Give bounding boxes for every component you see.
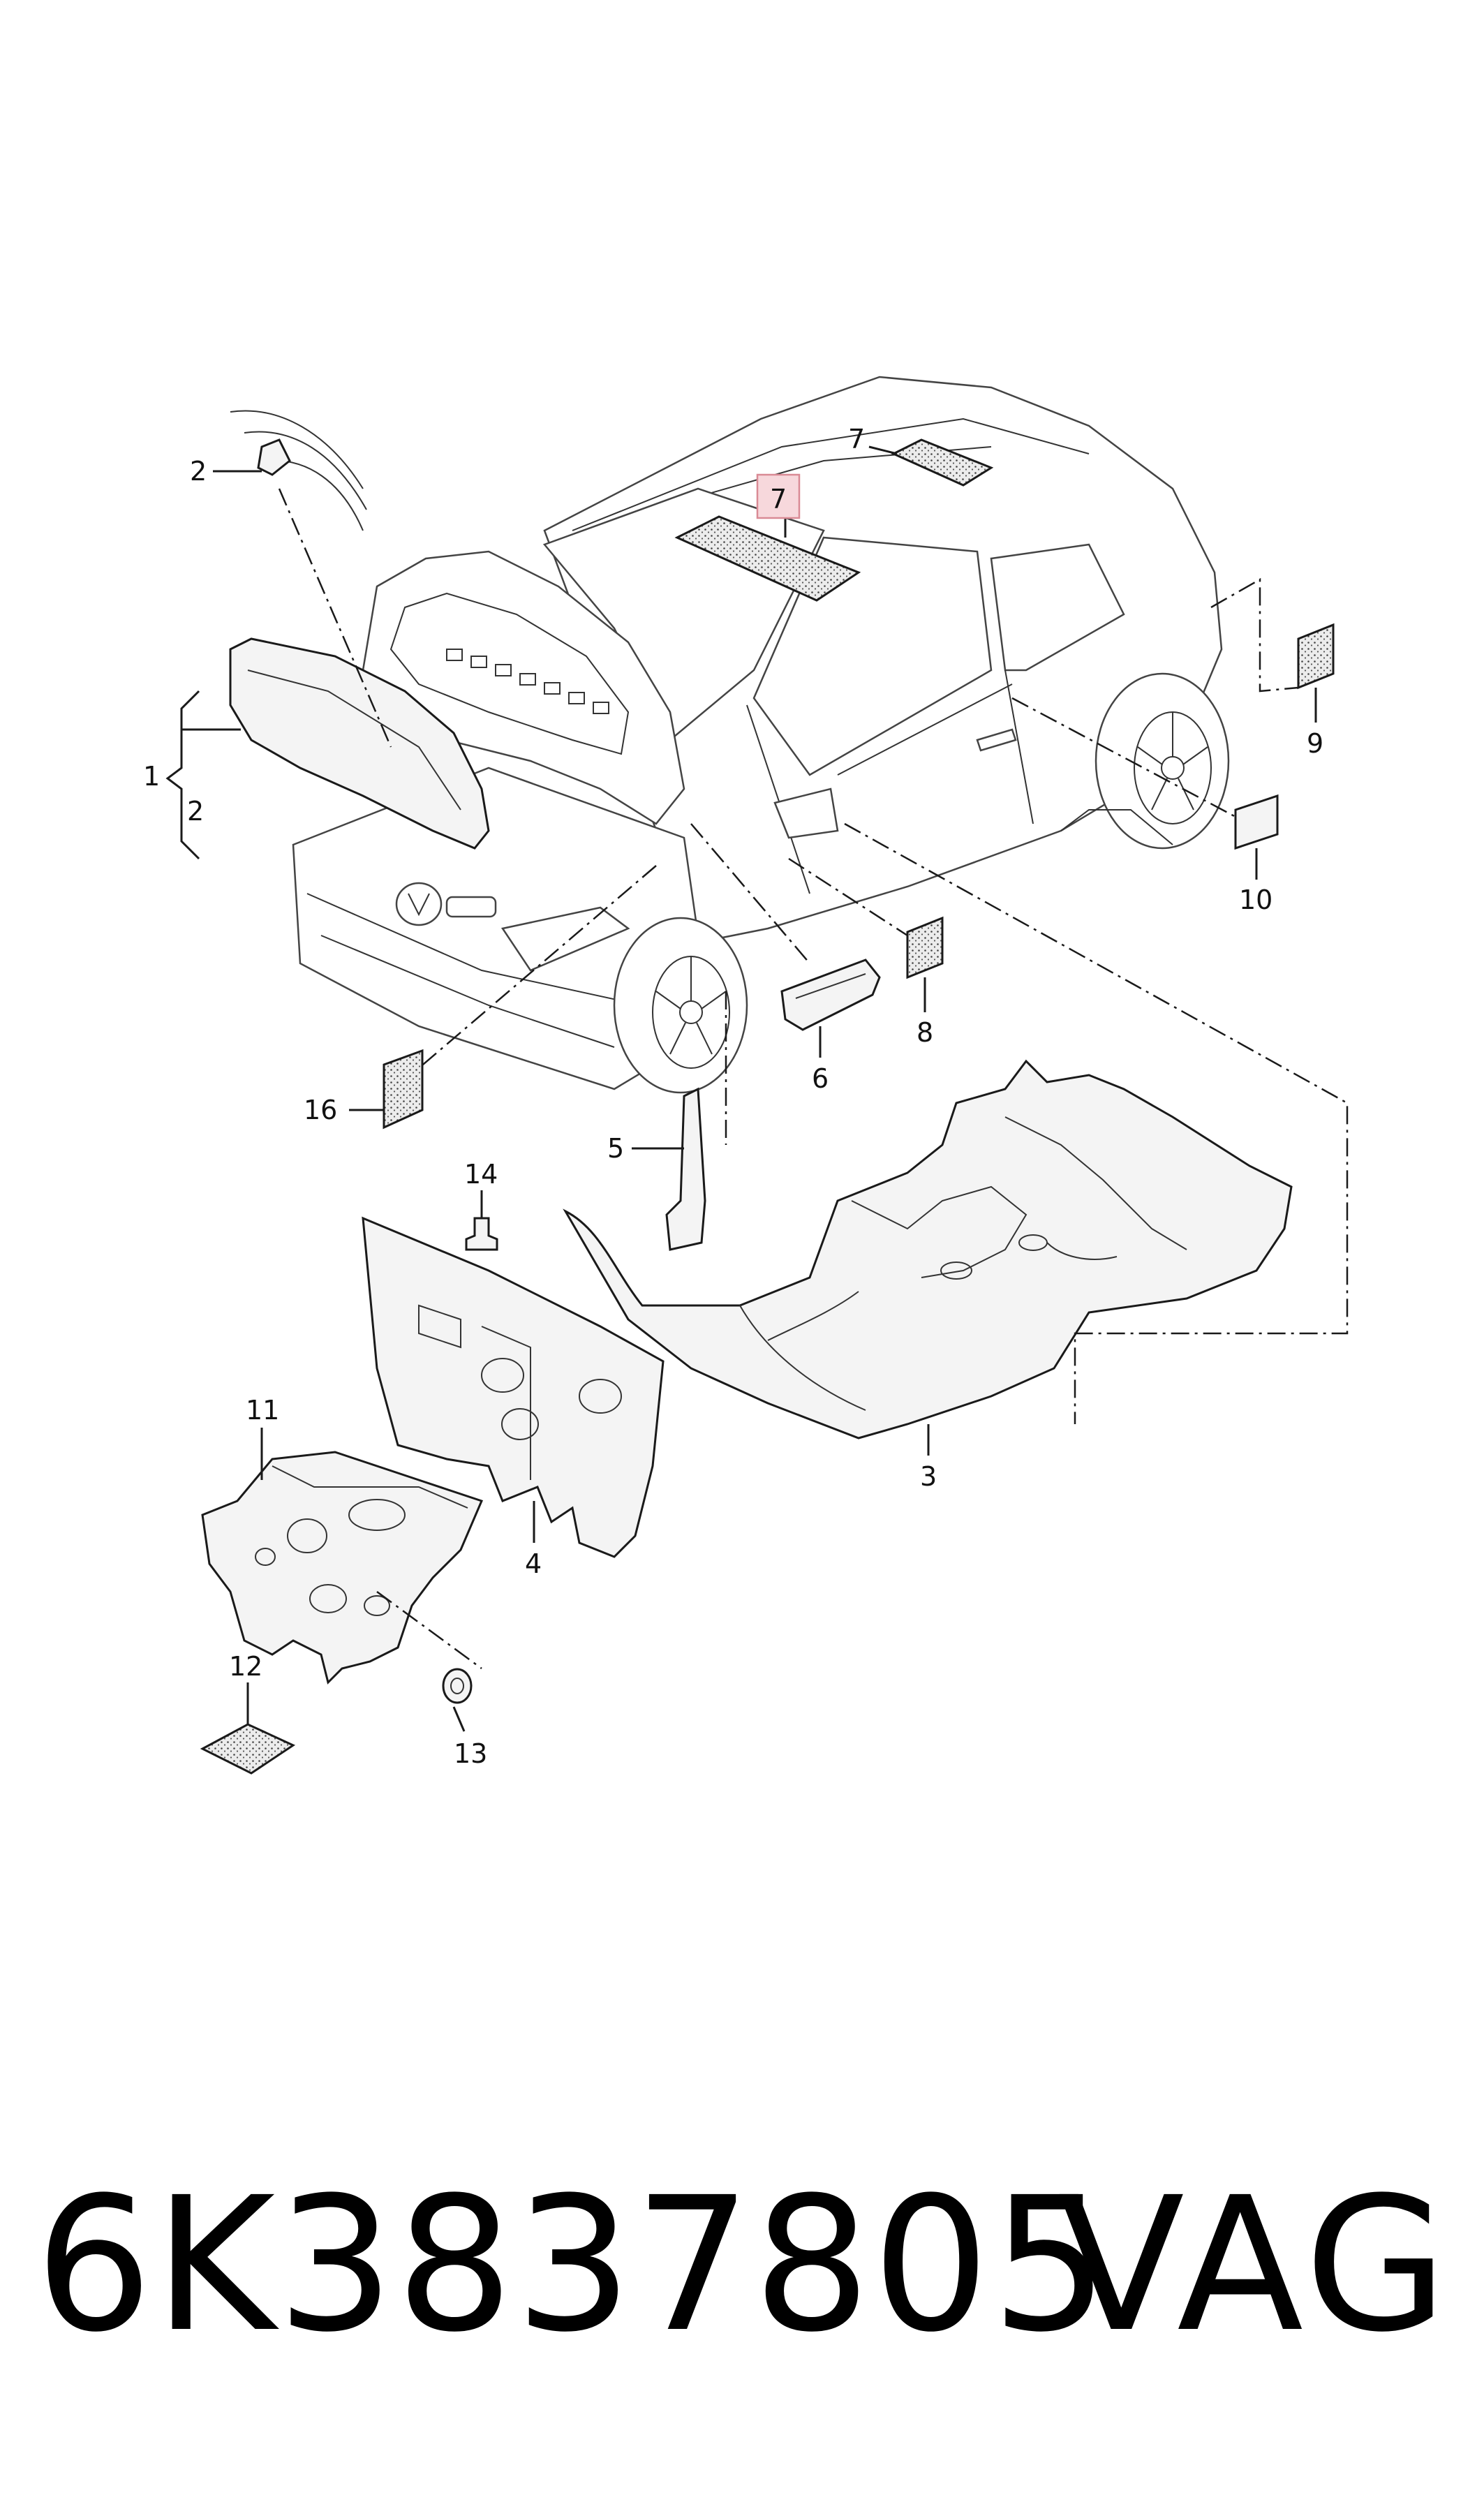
pad-9 <box>1297 623 1335 690</box>
roof-pad-front <box>674 515 861 602</box>
grommet-13 <box>442 1668 473 1704</box>
pillar-insulation-5 <box>665 1087 706 1251</box>
bulkhead-insulation-4 <box>362 1216 665 1558</box>
bonnet-insulation-part <box>229 637 490 850</box>
brand-name: VAG <box>1058 2158 1452 2373</box>
bonnet-holes <box>446 649 609 714</box>
callout-labels: 1 2 2 7 7 9 10 16 8 6 5 14 3 4 11 12 13 <box>143 424 1323 1769</box>
pad-12 <box>200 1723 296 1775</box>
part-number: 6K3837805 <box>35 2158 1111 2373</box>
callout-2-left: 2 <box>187 796 204 827</box>
callout-1: 1 <box>143 761 160 792</box>
callout-14: 14 <box>464 1159 498 1190</box>
pad-8 <box>906 916 944 979</box>
callout-16: 16 <box>304 1095 337 1125</box>
bulkhead-engine-side-11 <box>201 1451 484 1685</box>
callout-7-roof: 7 <box>848 424 865 454</box>
callout-6: 6 <box>812 1063 829 1094</box>
callout-11: 11 <box>246 1395 279 1426</box>
sill-insulation-6 <box>780 959 881 1031</box>
callout-9: 9 <box>1307 728 1323 759</box>
pad-16 <box>383 1049 424 1130</box>
callout-3: 3 <box>920 1461 937 1492</box>
callout-2-top: 2 <box>190 456 207 487</box>
callout-5: 5 <box>607 1133 624 1164</box>
callout-7-highlighted: 7 <box>770 484 787 515</box>
callout-4: 4 <box>525 1548 542 1579</box>
clip-14 <box>465 1217 498 1251</box>
roof-pad-rear <box>891 438 994 487</box>
callout-highlight <box>756 473 801 519</box>
callout-12: 12 <box>229 1651 262 1682</box>
leader-lines <box>165 445 1349 1732</box>
footer: 6K3837805 VAG <box>35 2161 1452 2440</box>
pad-10 <box>1234 794 1279 850</box>
callout-8: 8 <box>917 1017 933 1048</box>
callout-13: 13 <box>454 1738 487 1769</box>
bonnet-clip-inset <box>230 410 367 531</box>
floor-carpet-3 <box>563 1059 1293 1440</box>
callout-10: 10 <box>1239 885 1272 915</box>
